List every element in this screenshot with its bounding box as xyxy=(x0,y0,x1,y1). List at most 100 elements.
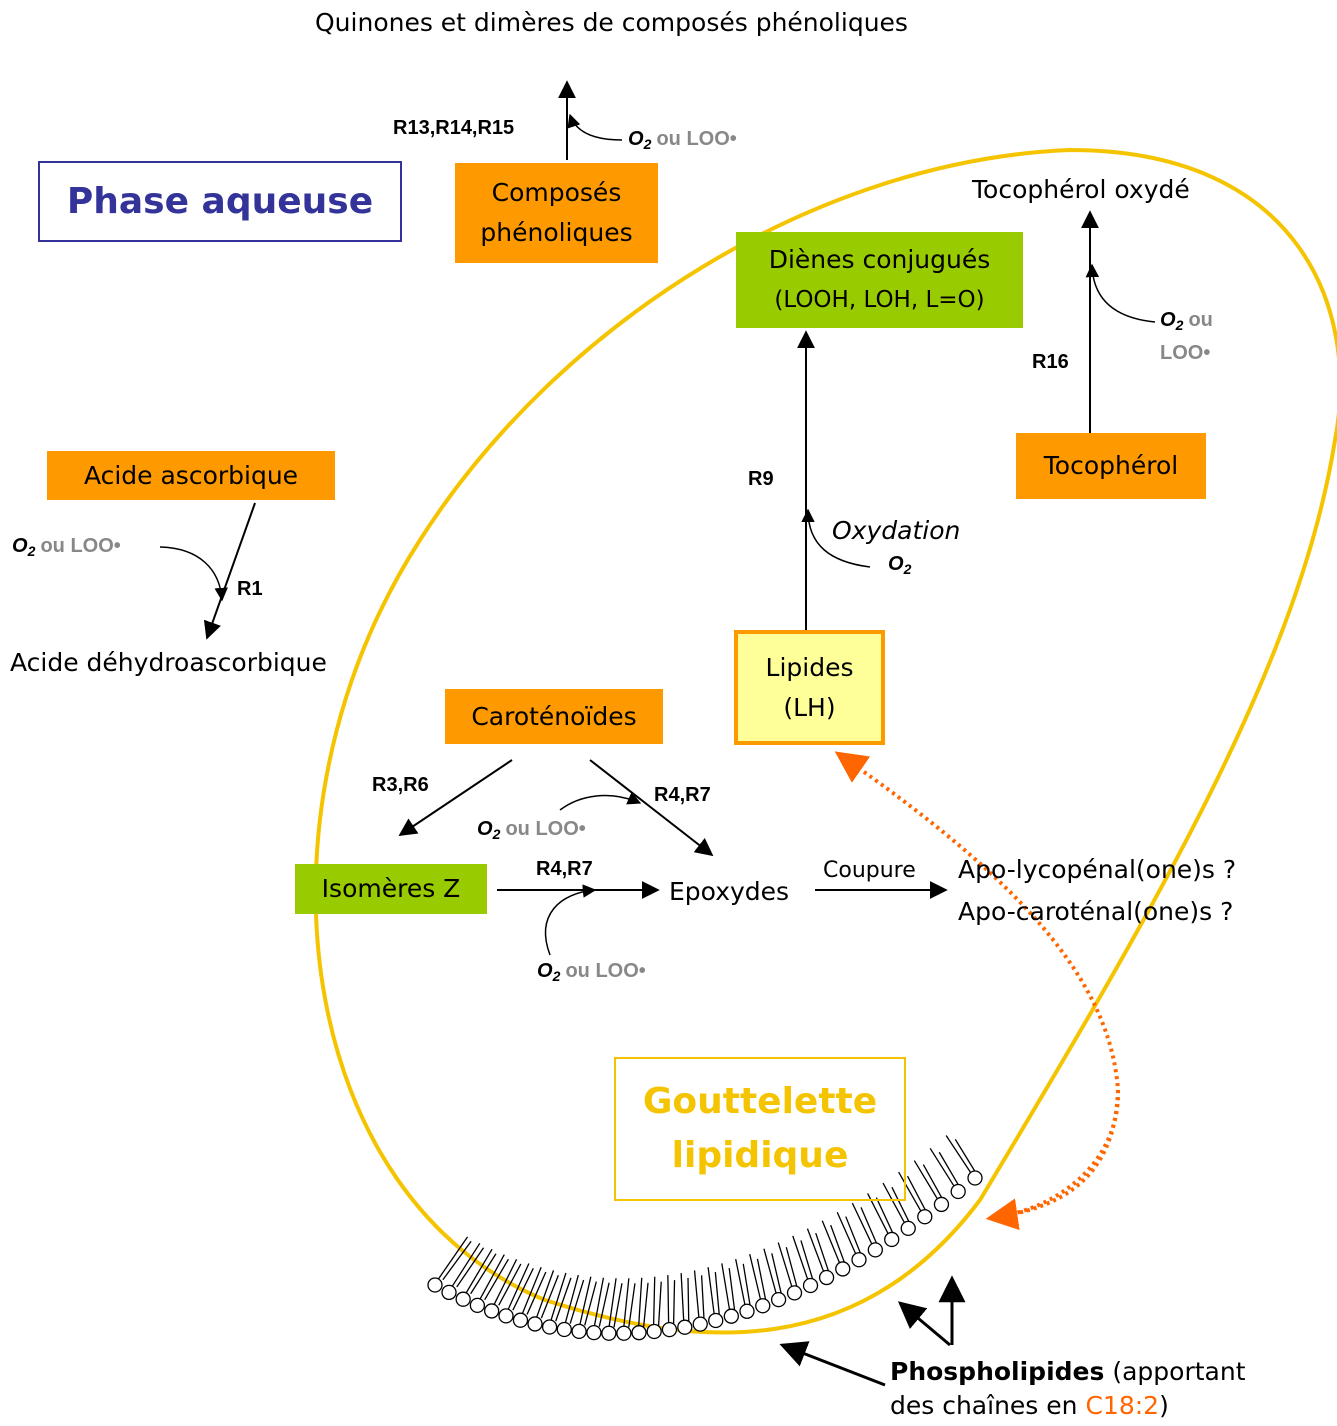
reaction-r16: R16 xyxy=(1032,351,1069,373)
phospholipid-tail xyxy=(598,1282,610,1327)
phospholipid-head xyxy=(739,1303,755,1319)
phospholipid-head xyxy=(770,1291,787,1308)
phospholipid-tail xyxy=(652,1276,656,1326)
phospholipid-tail xyxy=(700,1275,705,1319)
ou-loo: ou LOO• xyxy=(656,128,737,150)
reaction-r13: R13,R14,R15 xyxy=(393,117,515,139)
arrow-ascorbique-to-dehydro xyxy=(203,502,256,640)
lipides-box: Lipides (LH) xyxy=(734,630,885,745)
phospholipid-tail xyxy=(913,1160,939,1200)
phospholipid-head xyxy=(950,1183,966,1200)
phospholipid-tail xyxy=(714,1271,720,1315)
oxidant-carotenoides: O2 ou LOO• xyxy=(477,818,586,842)
arrow-carotenoides-to-epoxydes xyxy=(589,759,714,857)
phospholipid-tail xyxy=(623,1278,630,1328)
phospholipid-tail xyxy=(579,1276,592,1326)
phospholipid-tail xyxy=(693,1270,700,1319)
phospholipid-tail xyxy=(613,1283,623,1328)
phospholipid-tail xyxy=(526,1271,547,1315)
phospholipid-tail xyxy=(628,1283,636,1328)
phospholipid-tail xyxy=(756,1258,767,1301)
phospholipid-tail xyxy=(657,1281,662,1326)
phospholipid-tail xyxy=(456,1247,485,1288)
phospholipid-tail xyxy=(749,1254,762,1301)
droplet-outline xyxy=(313,147,1337,1335)
phospholipid-head xyxy=(835,1261,851,1277)
acide-ascorbique-box: Acide ascorbique xyxy=(47,451,335,500)
phospholipid-head xyxy=(967,1170,983,1186)
phospholipid-tail xyxy=(792,1235,809,1281)
phospholipid-tail xyxy=(771,1253,782,1295)
gouttelette-line2: lipidique xyxy=(671,1135,849,1176)
phospholipid-head xyxy=(677,1319,693,1335)
phospholipid-tail xyxy=(742,1263,751,1306)
gouttelette-line1: Gouttelette xyxy=(642,1081,878,1122)
phospholipid-tail xyxy=(493,1259,518,1306)
carotenoides-box: Caroténoïdes xyxy=(445,689,663,744)
phospholipid-tail xyxy=(763,1248,777,1295)
phospholipid-tail xyxy=(584,1281,597,1326)
phospholipid-head xyxy=(646,1323,662,1340)
phospholipid-head xyxy=(601,1325,617,1341)
phospholipid-head xyxy=(556,1321,572,1338)
oxidant-isomeres: O2 ou LOO• xyxy=(537,960,646,984)
phospholipid-tail xyxy=(680,1273,685,1322)
tocopherol-box: Tocophérol xyxy=(1016,433,1206,499)
apo-lycopenal-label: Apo-lycopénal(one)s ? xyxy=(958,855,1237,884)
composes-phenoliques-box: Composés phénoliques xyxy=(455,163,658,263)
phospholipid-tail xyxy=(707,1267,715,1315)
phospholipid-tail xyxy=(929,1147,956,1188)
phospholipid-tail xyxy=(851,1202,873,1246)
dienes-line1: Diènes conjugués xyxy=(768,245,991,274)
composes-line2: phénoliques xyxy=(480,218,633,247)
phospholipid-tail xyxy=(728,1268,736,1311)
dienes-conjugues-box: Diènes conjugués (LOOH, LOH, L=O) xyxy=(736,232,1023,328)
phospholipid-head xyxy=(498,1308,514,1324)
apo-carotenal-label: Apo-caroténal(one)s ? xyxy=(958,897,1234,926)
phospholipid-tail xyxy=(465,1248,493,1295)
phospholipid-head xyxy=(818,1269,835,1286)
o2-symbol: O2 xyxy=(628,128,652,152)
phospholipid-tail xyxy=(806,1228,825,1273)
arrow-phospho-2 xyxy=(897,1301,951,1347)
phospholipides-label: Phospholipides (apportant des chaînes en… xyxy=(890,1357,1246,1420)
reaction-r1: R1 xyxy=(237,578,263,600)
phospholipid-head xyxy=(900,1220,916,1237)
lipides-line2: (LH) xyxy=(783,692,836,722)
reaction-r4r7-top: R4,R7 xyxy=(654,784,711,806)
oxidant-lipides: O2 xyxy=(888,553,912,577)
phospholipid-tail xyxy=(800,1240,814,1281)
phospholipid-head xyxy=(661,1321,678,1338)
phospholipid-tail xyxy=(550,1272,567,1322)
reaction-r4r7-bottom: R4,R7 xyxy=(536,858,593,880)
phospholipid-tail xyxy=(777,1242,793,1288)
arrow-o2-lipides xyxy=(801,508,871,568)
phospholipid-head xyxy=(484,1303,500,1319)
phospholipid-tail xyxy=(875,1197,895,1235)
phospholipid-head xyxy=(469,1297,486,1314)
oxidant-tocopherol: O2 ou LOO• xyxy=(1160,309,1213,364)
phospholipid-tail xyxy=(535,1270,555,1319)
phospholipid-head xyxy=(571,1323,587,1340)
arrow-o2-composes xyxy=(567,113,623,141)
oxydation-label: Oxydation xyxy=(832,516,961,545)
phospholipid-head xyxy=(786,1285,803,1301)
phospholipid-tail xyxy=(785,1246,798,1288)
phospholipid-head xyxy=(802,1277,819,1294)
phospholipid-head xyxy=(917,1209,933,1225)
phospholipid-tail xyxy=(451,1242,481,1288)
phospholipid-head xyxy=(933,1196,950,1213)
phospholipid-tail xyxy=(470,1253,497,1295)
phospholipid-tail xyxy=(437,1236,469,1281)
phospholipid-tail xyxy=(898,1171,922,1213)
phospholipid-tail xyxy=(815,1232,830,1273)
quinones-label: Quinones et dimères de composés phénoliq… xyxy=(315,8,908,37)
phospholipid-head xyxy=(427,1277,443,1293)
phospholipid-tail xyxy=(521,1266,542,1315)
phospholipid-head xyxy=(851,1252,867,1268)
dienes-line2: (LOOH, LOH, L=O) xyxy=(774,287,985,313)
reaction-r9: R9 xyxy=(748,468,774,490)
phospholipid-tail xyxy=(667,1275,670,1324)
phospholipid-tail xyxy=(721,1263,731,1311)
